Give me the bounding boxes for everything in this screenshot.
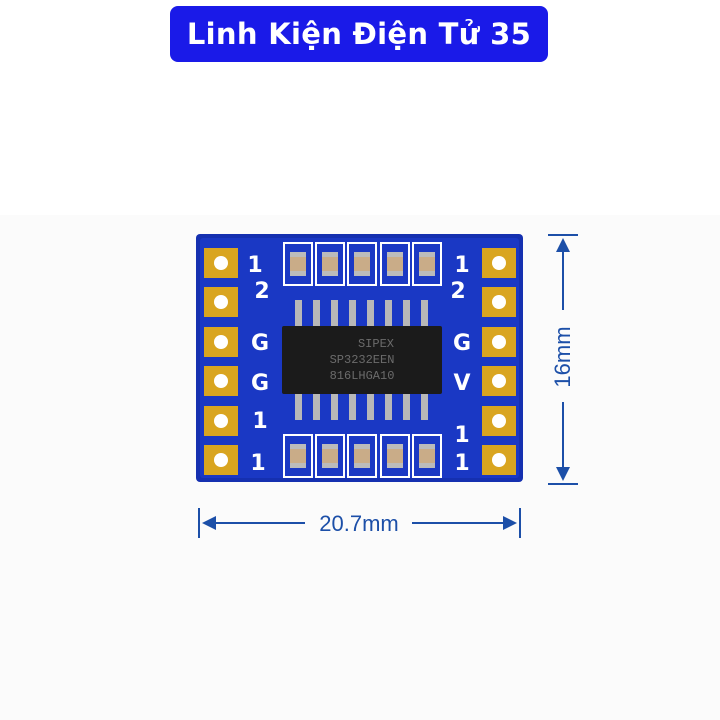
width-label: 20.7mm [319, 511, 398, 536]
silk-right-2: 2 [450, 279, 465, 304]
silk-right-6: 1 [454, 451, 469, 476]
chip-line-3: 816LHGA10 [330, 369, 395, 383]
silk-left-1: 1 [247, 253, 262, 278]
chip-line-2: SP3232EEN [330, 353, 395, 367]
silk-left-2: 2 [254, 279, 269, 304]
store-banner: Linh Kiện Điện Tử 35 [170, 6, 548, 62]
chip-line-1: SIPEX [358, 337, 394, 351]
silk-left-3: G [251, 331, 269, 356]
silk-right-5: 1 [454, 423, 469, 448]
ic-chip [282, 326, 442, 394]
silk-right-1: 1 [454, 253, 469, 278]
silk-right-3: G [453, 331, 471, 356]
bottom-capacitors [283, 434, 442, 478]
ic-leads [295, 300, 428, 420]
top-capacitors [283, 242, 442, 286]
store-banner-text: Linh Kiện Điện Tử 35 [186, 17, 532, 51]
height-label: 16mm [550, 326, 575, 387]
silk-left-6: 1 [250, 451, 265, 476]
silk-left-4: G [251, 371, 269, 396]
silkscreen-right: 1 2 G V 1 1 [450, 253, 471, 476]
left-header-pads [204, 248, 238, 475]
silk-right-4: V [453, 371, 470, 396]
height-dimension [548, 234, 578, 485]
silkscreen-left: 1 2 G G 1 1 [247, 253, 269, 476]
right-header-pads [482, 248, 516, 475]
silk-left-5: 1 [252, 409, 267, 434]
width-dimension [198, 508, 521, 538]
